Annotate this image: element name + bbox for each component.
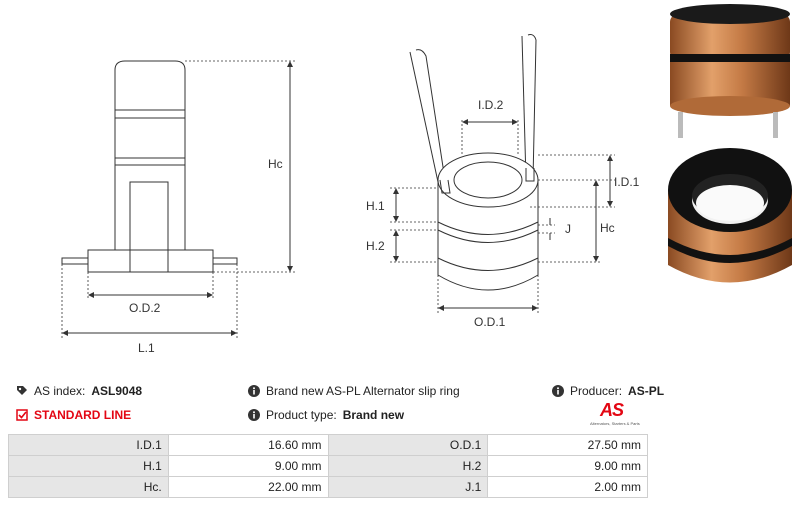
- hc-label-left: Hc: [268, 157, 283, 171]
- spec-value: 22.00 mm: [167, 476, 329, 498]
- h1-label: H.1: [366, 199, 385, 213]
- slip-ring-side-photo: [670, 4, 790, 138]
- table-row: Hc. 22.00 mm J.1 2.00 mm: [8, 476, 648, 498]
- table-row: I.D.1 16.60 mm O.D.1 27.50 mm: [8, 434, 648, 456]
- producer-label: Producer:: [570, 384, 623, 398]
- id2-label: I.D.2: [478, 98, 504, 112]
- spec-value: 9.00 mm: [167, 455, 329, 477]
- spec-table: I.D.1 16.60 mm O.D.1 27.50 mm H.1 9.00 m…: [8, 434, 648, 498]
- spec-key: H.1: [8, 455, 169, 477]
- info-icon: [248, 385, 260, 397]
- side-view-drawing: [61, 60, 295, 338]
- product-type-label: Product type:: [266, 408, 337, 422]
- spec-value: 16.60 mm: [167, 434, 329, 456]
- product-photos: [668, 4, 792, 283]
- checkbox-icon: [16, 409, 28, 421]
- description: Brand new AS-PL Alternator slip ring: [248, 384, 460, 398]
- slip-ring-top-photo: [668, 148, 792, 283]
- spec-key: O.D.1: [327, 434, 489, 456]
- producer-value: AS-PL: [628, 384, 665, 398]
- as-logo: AS Alternators, Starters & Parts: [588, 400, 648, 428]
- j-label: J: [565, 222, 571, 236]
- perspective-drawing: [390, 34, 615, 315]
- od2-label: O.D.2: [129, 301, 161, 315]
- spec-value: 9.00 mm: [487, 455, 648, 477]
- od1-label: O.D.1: [474, 315, 506, 329]
- standard-line-text: STANDARD LINE: [34, 408, 132, 422]
- info-icon: [552, 385, 564, 397]
- logo-text: AS: [600, 400, 624, 420]
- spec-key: H.2: [327, 455, 489, 477]
- standard-line: STANDARD LINE: [16, 408, 131, 422]
- as-index: AS index: ASL9048: [16, 384, 142, 398]
- id1-label: I.D.1: [614, 175, 640, 189]
- spec-value: 2.00 mm: [487, 476, 648, 498]
- product-type-value: Brand new: [342, 408, 405, 422]
- description-text: Brand new AS-PL Alternator slip ring: [266, 384, 460, 398]
- hc-label-right: Hc: [600, 221, 615, 235]
- tag-icon: [17, 386, 27, 395]
- table-row: H.1 9.00 mm H.2 9.00 mm: [8, 455, 648, 477]
- spec-key: J.1: [327, 476, 489, 498]
- logo-tagline: Alternators, Starters & Parts: [590, 421, 640, 426]
- as-index-value: ASL9048: [91, 384, 143, 398]
- as-index-label: AS index:: [34, 384, 86, 398]
- spec-key: Hc.: [8, 476, 169, 498]
- spec-key: I.D.1: [8, 434, 169, 456]
- info-icon: [248, 409, 260, 421]
- l1-label: L.1: [138, 341, 155, 355]
- spec-value: 27.50 mm: [487, 434, 648, 456]
- product-type: Product type: Brand new: [248, 408, 404, 422]
- h2-label: H.2: [366, 239, 385, 253]
- producer: Producer: AS-PL: [552, 384, 664, 398]
